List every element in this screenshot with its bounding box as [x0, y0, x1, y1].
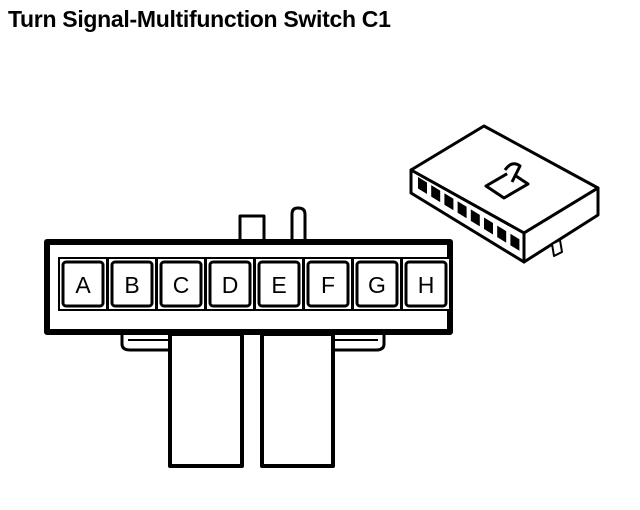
iso-cavity-row	[418, 177, 520, 251]
iso-cavity-opening	[431, 185, 441, 203]
iso-cavity-opening	[470, 209, 480, 227]
cavity-b	[110, 260, 154, 308]
cavity-d	[208, 260, 252, 308]
harness-right	[260, 332, 335, 468]
iso-cavity-opening	[497, 225, 507, 243]
connector-face-view	[44, 206, 453, 468]
iso-side-face	[522, 186, 600, 264]
cavity-a	[61, 260, 105, 308]
top-lock-tab-right	[290, 206, 307, 244]
iso-cavity-opening	[510, 233, 520, 251]
cavity-label-e: E	[271, 272, 286, 298]
diagram-title: Turn Signal-Multifunction Switch C1	[8, 6, 391, 32]
cavity-h	[404, 260, 448, 308]
cavity-label-g: G	[368, 272, 386, 298]
cavity-label-b: B	[124, 272, 139, 298]
cavity-label-c: C	[173, 272, 190, 298]
right-ledge	[333, 334, 386, 352]
cavity-e	[257, 260, 301, 308]
cavity-label-f: F	[321, 272, 335, 298]
harness-left	[168, 332, 244, 468]
cavity-row: A B C D E F G H	[58, 257, 451, 311]
cavity-label-a: A	[75, 272, 91, 298]
iso-cavity-opening	[418, 177, 427, 194]
cavity-f	[306, 260, 350, 308]
left-ledge	[120, 334, 172, 352]
iso-cavity-opening	[484, 217, 493, 235]
cavity-label-d: D	[222, 272, 239, 298]
iso-latch	[484, 170, 530, 200]
iso-cavity-opening	[457, 201, 467, 219]
cavity-label-h: H	[418, 272, 435, 298]
cavity-c	[159, 260, 203, 308]
iso-cavity-opening	[444, 193, 454, 211]
cavity-g	[355, 260, 399, 308]
